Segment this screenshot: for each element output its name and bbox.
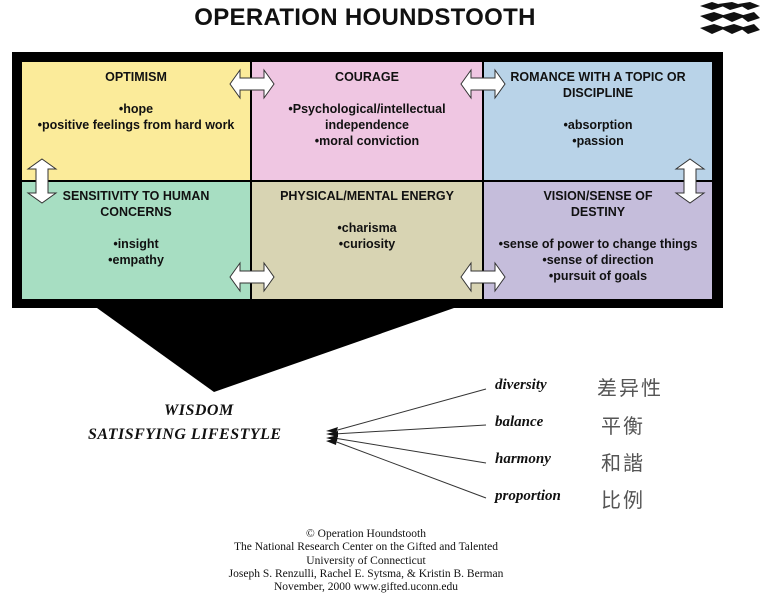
- cell-heading: VISION/SENSE OF: [543, 189, 653, 203]
- quality-word: proportion: [495, 488, 561, 504]
- cell-item: •moral conviction: [314, 134, 420, 148]
- cell-item: •hope: [118, 102, 154, 116]
- footer-line: Joseph S. Renzulli, Rachel E. Sytsma, & …: [228, 567, 504, 580]
- cell-item: •empathy: [108, 253, 164, 267]
- cell-heading: DESTINY: [570, 205, 626, 219]
- cell-vision: VISION/SENSE OF DESTINY •sense of power …: [484, 182, 712, 299]
- cell-heading: ROMANCE WITH A TOPIC OR: [510, 70, 686, 84]
- quality-chinese: 平衡: [601, 414, 645, 438]
- credits-footer: © Operation Houndstooth The National Res…: [180, 528, 552, 594]
- quality-chinese: 比例: [601, 488, 645, 512]
- quality-word: balance: [495, 414, 544, 430]
- footer-line: November, 2000 www.gifted.uconn.edu: [273, 581, 459, 594]
- cell-sensitivity: SENSITIVITY TO HUMAN CONCERNS •insight •…: [22, 182, 250, 299]
- quality-chinese: 差异性: [597, 376, 663, 400]
- arrowhead-icon: [326, 438, 337, 445]
- double-arrow-icon: [26, 158, 58, 204]
- footer-line: © Operation Houndstooth: [306, 528, 426, 540]
- cell-heading: DISCIPLINE: [562, 86, 634, 100]
- cell-item: •curiosity: [338, 237, 396, 251]
- quality-chinese: 和諧: [601, 451, 645, 475]
- outcome-wisdom: WISDOM: [164, 402, 234, 419]
- cell-heading: OPTIMISM: [105, 70, 167, 84]
- connector-line: [333, 424, 487, 435]
- cell-item: •sense of power to change things: [498, 237, 698, 251]
- houndstooth-logo-icon: [700, 2, 760, 34]
- cell-item: •insight: [113, 237, 159, 251]
- cell-item: •passion: [572, 134, 624, 148]
- cell-optimism: OPTIMISM •hope •positive feelings from h…: [22, 62, 250, 180]
- cell-item: •absorption: [563, 118, 633, 132]
- arrowhead-icon: [326, 431, 338, 437]
- outcome-lifestyle: SATISFYING LIFESTYLE: [88, 426, 282, 443]
- double-arrow-icon: [229, 68, 275, 100]
- cell-item: •sense of direction: [542, 253, 654, 267]
- double-arrow-icon: [229, 261, 275, 293]
- double-arrow-icon: [460, 68, 506, 100]
- page-title: OPERATION HOUNDSTOOTH: [194, 4, 536, 31]
- connector-line: [333, 440, 487, 499]
- cell-heading: SENSITIVITY TO HUMAN: [62, 189, 210, 203]
- funnel-arrow-icon: [97, 308, 454, 392]
- arrowhead-icon: [326, 427, 338, 433]
- cell-item: •Psychological/intellectual: [288, 102, 446, 116]
- cell-romance: ROMANCE WITH A TOPIC OR DISCIPLINE •abso…: [484, 62, 712, 180]
- connector-line: [333, 437, 487, 464]
- cell-heading: PHYSICAL/MENTAL ENERGY: [280, 189, 454, 203]
- double-arrow-icon: [460, 261, 506, 293]
- cell-item: •positive feelings from hard work: [37, 118, 235, 132]
- cell-energy: PHYSICAL/MENTAL ENERGY •charisma •curios…: [252, 182, 482, 299]
- cell-heading: COURAGE: [335, 70, 399, 84]
- cell-item: •charisma: [337, 221, 397, 235]
- cell-item: independence: [324, 118, 410, 132]
- footer-line: University of Connecticut: [306, 554, 426, 567]
- cell-heading: CONCERNS: [100, 205, 172, 219]
- cell-item: •pursuit of goals: [548, 269, 648, 283]
- quality-word: diversity: [495, 377, 547, 393]
- cell-courage: COURAGE •Psychological/intellectual inde…: [252, 62, 482, 180]
- connector-line: [333, 388, 487, 432]
- footer-line: The National Research Center on the Gift…: [233, 541, 499, 554]
- quality-word: harmony: [495, 451, 551, 467]
- double-arrow-icon: [674, 158, 706, 204]
